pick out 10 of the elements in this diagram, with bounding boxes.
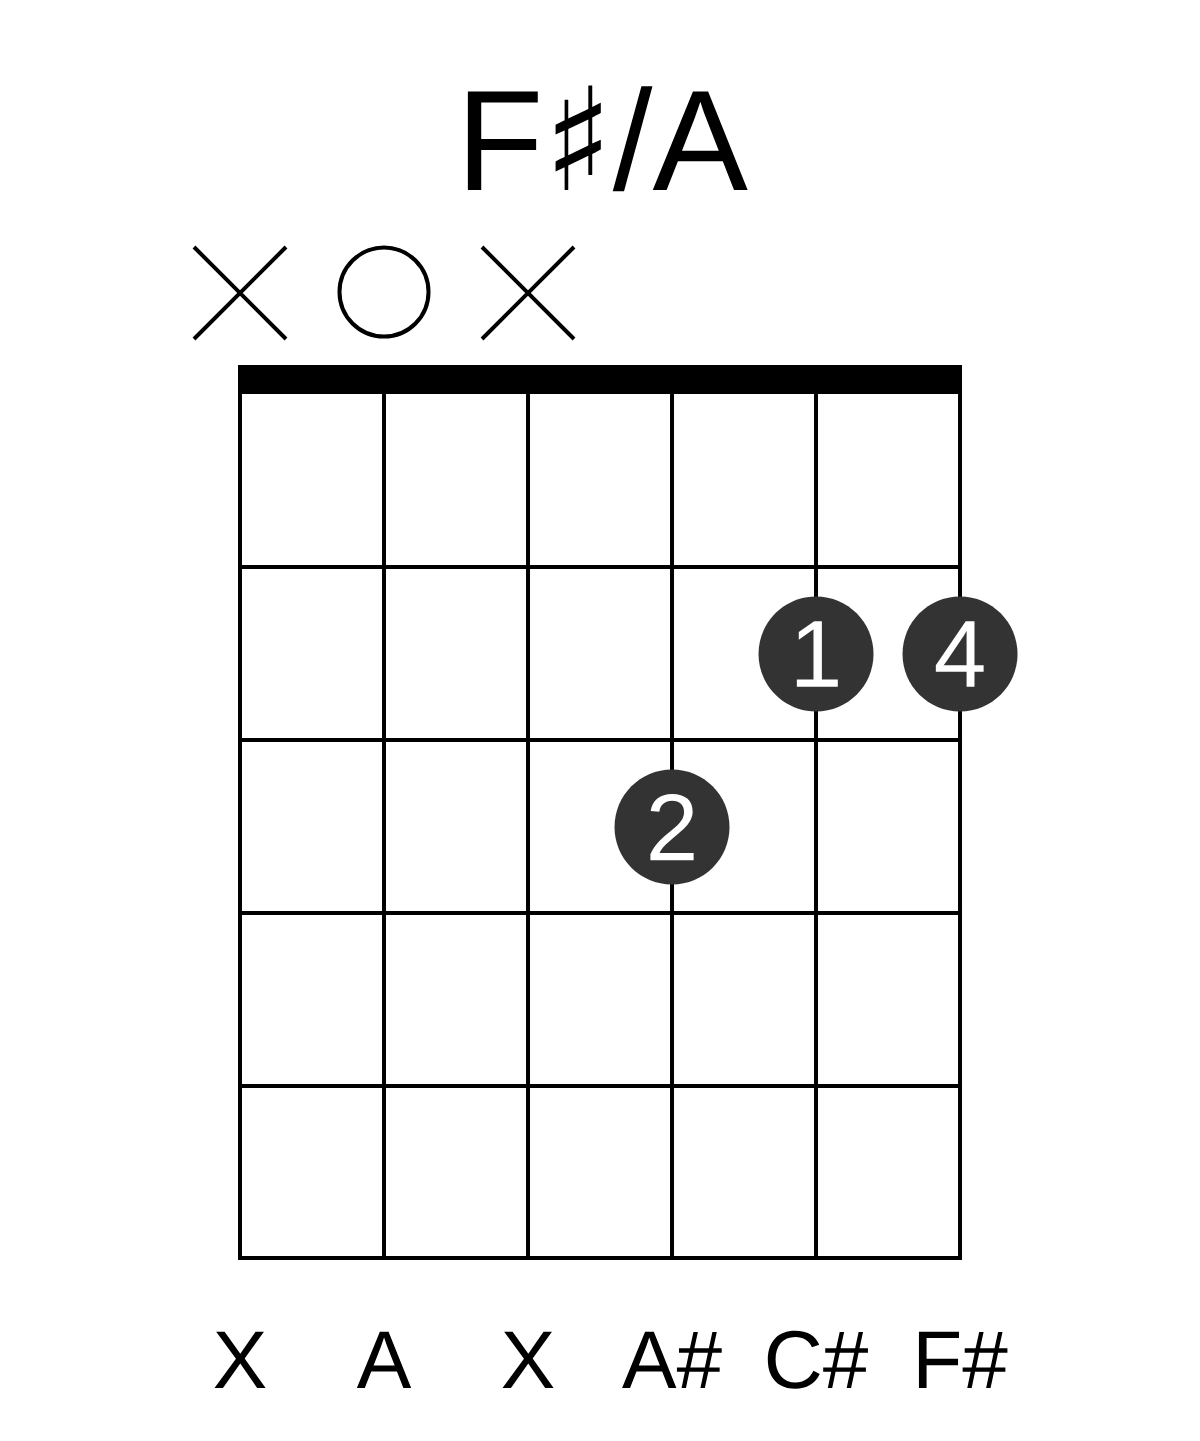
- chord-title: F♯/A: [467, 85, 748, 192]
- note-label: A#: [622, 1331, 722, 1388]
- muted-string-cross: [192, 245, 288, 341]
- note-label: F#: [918, 1331, 1008, 1388]
- note-label: X: [502, 1331, 554, 1388]
- note-label: A: [356, 1331, 412, 1388]
- open-string-circle: [337, 245, 431, 339]
- muted-string-cross: [480, 245, 576, 341]
- note-label: C#: [767, 1330, 868, 1389]
- note-label: X: [214, 1331, 266, 1388]
